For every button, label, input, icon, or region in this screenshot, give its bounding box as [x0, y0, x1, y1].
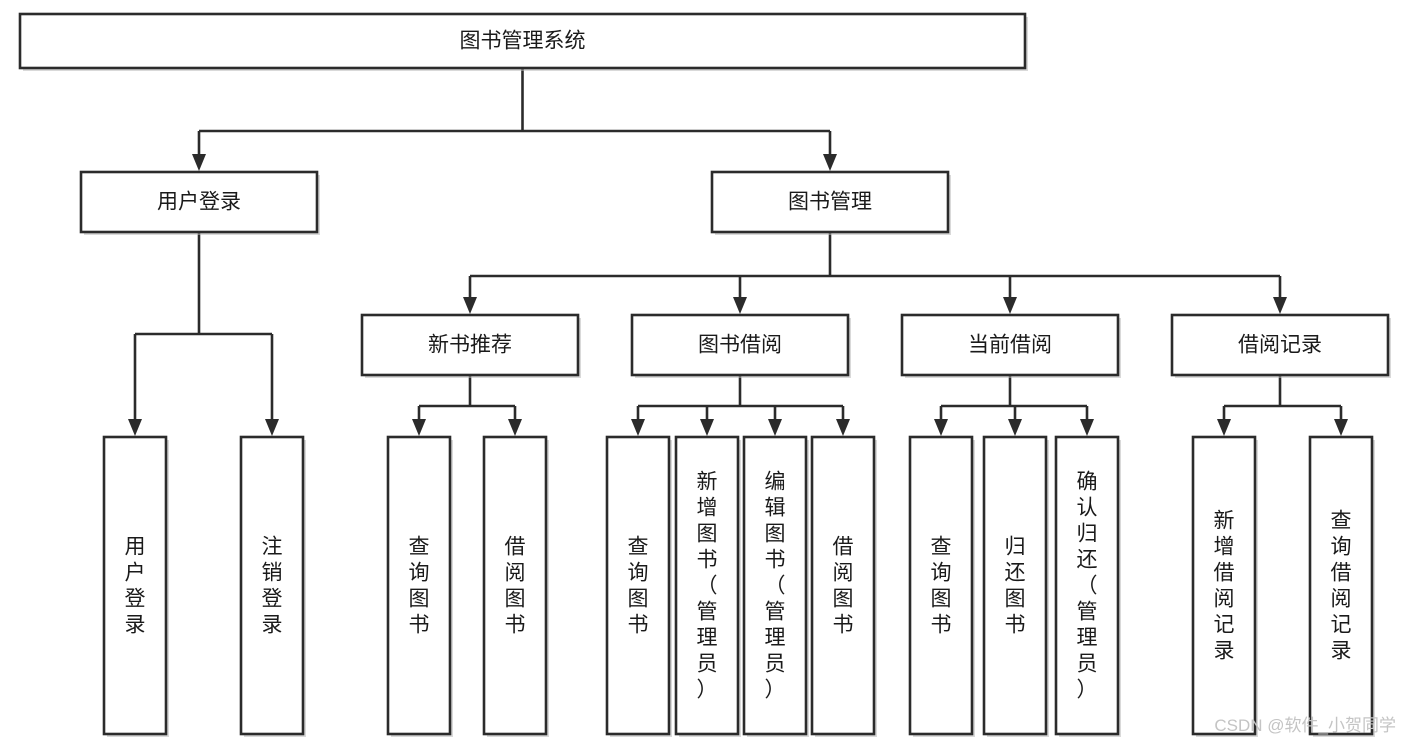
connector-group	[631, 375, 850, 436]
branch-label: 用户登录	[157, 191, 241, 214]
arrow-head-icon	[412, 419, 426, 436]
arrow-head-icon	[934, 419, 948, 436]
leaf-node[interactable]: 借阅图书	[810, 435, 877, 737]
root-node[interactable]: 图书管理系统	[18, 12, 1028, 71]
leaf-label: 查询图书	[409, 536, 430, 637]
root-label: 图书管理系统	[460, 30, 586, 53]
branch-label: 图书借阅	[698, 334, 782, 357]
connector-group	[934, 375, 1094, 436]
branch-label: 借阅记录	[1238, 334, 1322, 357]
branch-node[interactable]: 当前借阅	[900, 313, 1121, 378]
nodes-layer: 图书管理系统用户登录图书管理新书推荐图书借阅当前借阅借阅记录用户登录注销登录查询…	[18, 12, 1391, 737]
leaf-label: 查询借阅记录	[1331, 510, 1352, 663]
arrow-head-icon	[631, 419, 645, 436]
connectors-layer	[128, 68, 1348, 436]
leaf-label: 借阅图书	[505, 536, 526, 637]
leaf-label: 查询图书	[628, 536, 649, 637]
leaf-node[interactable]: 编辑图书（管理员）	[742, 435, 809, 737]
arrow-head-icon	[128, 419, 142, 436]
branch-label: 新书推荐	[428, 334, 512, 357]
leaf-node[interactable]: 新增借阅记录	[1191, 435, 1258, 737]
leaf-node[interactable]: 查询图书	[908, 435, 975, 737]
branch-node[interactable]: 图书管理	[710, 170, 951, 235]
branch-node[interactable]: 用户登录	[79, 170, 320, 235]
arrow-head-icon	[1273, 297, 1287, 314]
arrow-head-icon	[823, 154, 837, 171]
leaf-label: 用户登录	[125, 536, 146, 637]
branch-node[interactable]: 图书借阅	[630, 313, 851, 378]
leaf-label: 编辑图书（管理员）	[765, 471, 786, 702]
leaf-node[interactable]: 查询借阅记录	[1308, 435, 1375, 737]
arrow-head-icon	[1003, 297, 1017, 314]
leaf-node[interactable]: 查询图书	[605, 435, 672, 737]
arrow-head-icon	[192, 154, 206, 171]
leaf-node[interactable]: 借阅图书	[482, 435, 549, 737]
arrow-head-icon	[1008, 419, 1022, 436]
arrow-head-icon	[768, 419, 782, 436]
leaf-label: 借阅图书	[833, 536, 854, 637]
arrow-head-icon	[1334, 419, 1348, 436]
arrow-head-icon	[733, 297, 747, 314]
leaf-label: 确认归还（管理员）	[1077, 471, 1098, 702]
branch-label: 当前借阅	[968, 334, 1052, 357]
connector-group	[1217, 375, 1348, 436]
csdn-watermark: CSDN @软件_小贺同学	[1214, 716, 1396, 735]
leaf-label: 归还图书	[1005, 536, 1026, 637]
leaf-node[interactable]: 新增图书（管理员）	[674, 435, 741, 737]
connector-group	[463, 232, 1287, 314]
connector-group	[412, 375, 522, 436]
leaf-node[interactable]: 归还图书	[982, 435, 1049, 737]
branch-node[interactable]: 借阅记录	[1170, 313, 1391, 378]
leaf-node[interactable]: 用户登录	[102, 435, 169, 737]
connector-group	[192, 68, 837, 171]
leaf-node[interactable]: 确认归还（管理员）	[1054, 435, 1121, 737]
leaf-label: 新增图书（管理员）	[697, 471, 718, 702]
arrow-head-icon	[700, 419, 714, 436]
leaf-node[interactable]: 查询图书	[386, 435, 453, 737]
arrow-head-icon	[836, 419, 850, 436]
branch-node[interactable]: 新书推荐	[360, 313, 581, 378]
connector-group	[128, 232, 279, 436]
arrow-head-icon	[265, 419, 279, 436]
arrow-head-icon	[1217, 419, 1231, 436]
arrow-head-icon	[508, 419, 522, 436]
leaf-node[interactable]: 注销登录	[239, 435, 306, 737]
arrow-head-icon	[1080, 419, 1094, 436]
leaf-label: 注销登录	[262, 536, 283, 637]
branch-label: 图书管理	[788, 191, 872, 214]
leaf-label: 新增借阅记录	[1214, 510, 1235, 663]
leaf-label: 查询图书	[931, 536, 952, 637]
arrow-head-icon	[463, 297, 477, 314]
